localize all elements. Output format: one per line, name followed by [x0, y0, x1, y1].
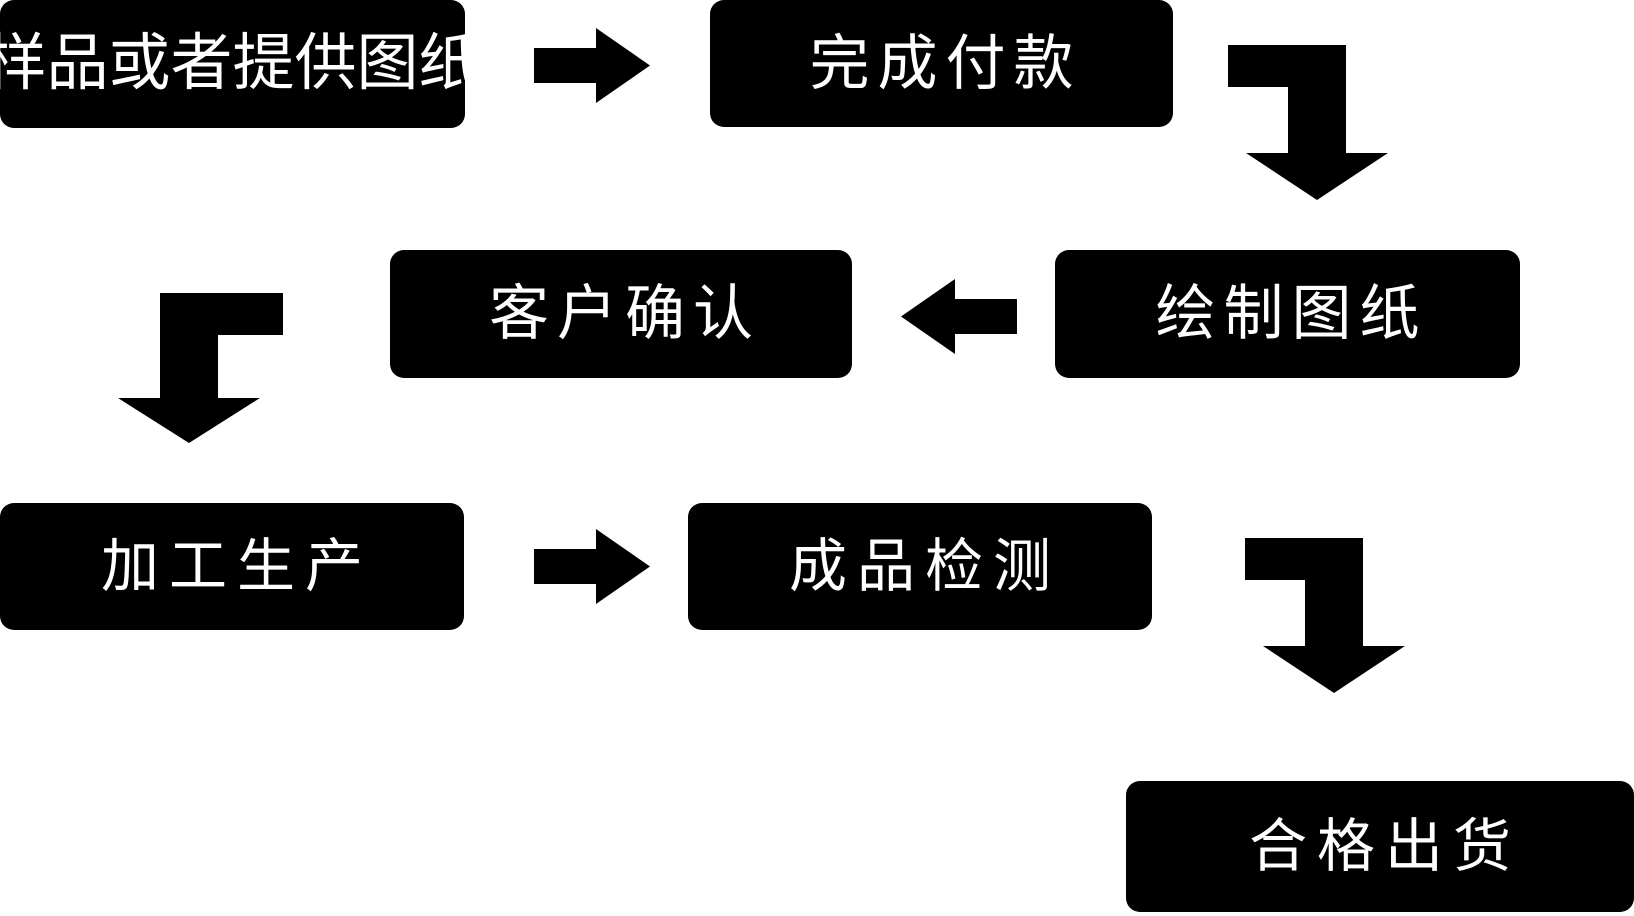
flow-node-label: 成品检测 — [788, 533, 1061, 599]
arrow-payment-to-drawing-icon — [1228, 45, 1388, 200]
arrow-drawing-to-confirm-icon — [901, 279, 1017, 354]
arrow-inspection-to-shipment-icon — [1245, 538, 1405, 693]
flow-node-label: 加工生产 — [100, 533, 373, 599]
arrow-confirm-to-production-icon — [118, 293, 283, 443]
flow-node-final-inspection[interactable]: 成品检测 — [688, 503, 1152, 630]
flow-node-draw-drawing[interactable]: 绘制图纸 — [1055, 250, 1520, 378]
flow-node-label: 合格出货 — [1248, 813, 1521, 879]
flow-node-production[interactable]: 加工生产 — [0, 503, 464, 630]
arrow-production-to-inspection-icon — [534, 529, 650, 604]
flow-node-label: 样品或者提供图纸 — [0, 29, 481, 98]
flow-node-label: 绘制图纸 — [1155, 280, 1428, 347]
arrow-sample-to-payment-icon — [534, 28, 650, 103]
flow-node-label: 完成付款 — [809, 29, 1082, 97]
flow-node-complete-payment[interactable]: 完成付款 — [710, 0, 1173, 127]
flow-node-label: 客户确认 — [489, 280, 761, 347]
flow-node-customer-confirm[interactable]: 客户确认 — [390, 250, 852, 378]
flow-node-qualified-shipment[interactable]: 合格出货 — [1126, 781, 1634, 912]
flow-node-sample-or-drawing[interactable]: 样品或者提供图纸 — [0, 0, 481, 128]
